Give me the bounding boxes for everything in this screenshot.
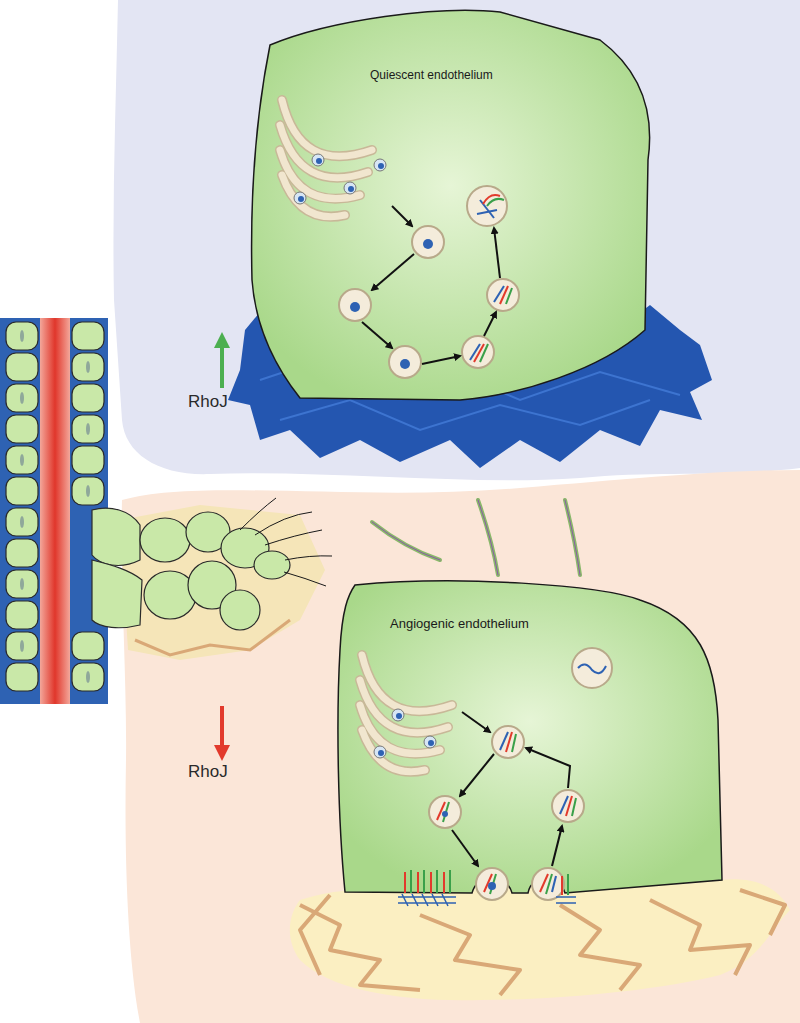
- cell-shape: Angiogenic endothelium: [334, 572, 728, 902]
- cell-title: Quiescent endothelium: [370, 68, 493, 82]
- protein-label: RhoJ: [188, 392, 228, 412]
- cell-title: Angiogenic endothelium: [390, 616, 529, 631]
- protein-label: RhoJ: [188, 762, 228, 782]
